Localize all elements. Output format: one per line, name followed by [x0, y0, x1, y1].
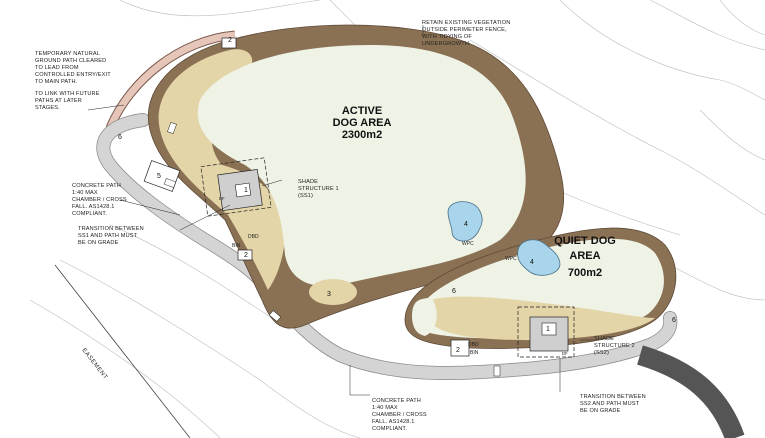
note-vegetation-2: OUTSIDE PERIMETER FENCE, — [422, 27, 507, 33]
water-play-4-quiet — [517, 239, 561, 276]
label-wpc-quiet: WPC — [505, 256, 517, 262]
label-6-left: 6 — [118, 134, 122, 141]
note-temp-path-1: TEMPORARY NATURAL — [35, 51, 100, 57]
label-dbd-ss2: DBD — [468, 342, 479, 348]
note-concrete-bottom-1: CONCRETE PATH — [372, 398, 421, 404]
note-future-1: TO LINK WITH FUTURE — [35, 91, 100, 97]
note-transition-ss1-3: BE ON GRADE — [78, 240, 119, 246]
shade-structure-2 — [517, 306, 575, 358]
dimension-tags — [163, 121, 501, 377]
note-temp-path-3: TO LEAD FROM — [35, 65, 79, 71]
note-vegetation-3: WITH TIDYING OF — [422, 34, 472, 40]
quiet-area-size: 700m2 — [568, 267, 602, 279]
label-2-quiet: 2 — [456, 347, 460, 354]
note-concrete-left-1: CONCRETE PATH — [72, 183, 121, 189]
easement-label: EASEMENT — [80, 348, 108, 381]
note-vegetation-4: UNDERGROWTH. — [422, 41, 471, 47]
temporary-natural-path — [106, 31, 236, 130]
note-transition-ss2-3: BE ON GRADE — [580, 408, 621, 414]
note-ss1-2: STRUCTURE 1 — [298, 186, 339, 192]
note-transition-ss1-2: SS1 AND PATH MUST — [78, 233, 138, 239]
note-concrete-left-4: FALL. AS1428.1 — [72, 204, 115, 210]
label-1-ss2: 1 — [546, 326, 550, 333]
quiet-area-title-2: AREA — [569, 250, 600, 262]
note-vegetation-1: RETAIN EXISTING VEGETATION — [422, 20, 510, 26]
easement-line — [54, 264, 191, 438]
concrete-path — [96, 113, 678, 380]
label-6-center: 6 — [452, 288, 456, 295]
active-area-sand — [158, 49, 286, 291]
note-transition-ss2-1: TRANSITION BETWEEN — [580, 394, 646, 400]
note-ss2-3: (SS2) — [594, 350, 609, 356]
note-temp-path-2: GROUND PATH CLEARED — [35, 58, 106, 64]
entry-pen-quiet — [450, 339, 470, 357]
note-ss2-1: SHADE — [594, 336, 614, 342]
label-df-ss2: DF — [562, 351, 568, 356]
label-gate-2-top: 2 — [228, 37, 232, 44]
note-concrete-bottom-2: 1:40 MAX — [372, 405, 398, 411]
label-wpc-active: WPC — [462, 241, 474, 247]
entry-gate-bin — [237, 249, 253, 261]
active-area-size: 2300m2 — [342, 129, 382, 141]
note-ss1-3: (SS1) — [298, 193, 313, 199]
label-1-ss1: 1 — [244, 187, 248, 194]
label-3: 3 — [327, 291, 331, 298]
label-5: 5 — [157, 173, 161, 180]
quiet-area-lawn-edge — [412, 298, 437, 336]
note-future-2: PATHS AT LATER — [35, 98, 82, 104]
label-bin-ss2: BIN — [470, 350, 479, 356]
note-ss2-2: STRUCTURE 2 — [594, 343, 635, 349]
label-df-ss1: DF — [219, 196, 225, 201]
active-area-title-1: ACTIVE — [342, 105, 382, 117]
note-concrete-bottom-4: FALL. AS1428.1 — [372, 419, 415, 425]
note-transition-ss2-2: SS2 AND PATH MUST — [580, 401, 640, 407]
active-area-title-2: DOG AREA — [333, 117, 392, 129]
label-4-active: 4 — [464, 221, 468, 228]
mound-3 — [309, 279, 357, 305]
note-temp-path-5: TO MAIN PATH. — [35, 79, 78, 85]
shade-structure-1 — [200, 157, 272, 217]
note-concrete-left-5: COMPLIANT. — [72, 211, 107, 217]
quiet-area-title-1: QUIET DOG — [554, 235, 616, 247]
label-dbd-ss1: DBD — [248, 234, 259, 240]
note-concrete-bottom-5: COMPLIANT. — [372, 426, 407, 432]
label-4-quiet: 4 — [530, 259, 534, 266]
active-area-lawn — [197, 45, 526, 287]
leader-lines — [87, 25, 594, 396]
note-temp-path-4: CONTROLLED ENTRY/EXIT — [35, 72, 111, 78]
note-concrete-bottom-3: CHAMBER / CROSS — [372, 412, 427, 418]
label-6-right: 6 — [672, 317, 676, 324]
road — [637, 345, 745, 438]
note-concrete-left-2: 1:40 MAX — [72, 190, 98, 196]
note-ss1-1: SHADE — [298, 179, 318, 185]
label-2-bin: 2 — [244, 252, 248, 259]
note-future-3: STAGES. — [35, 105, 60, 111]
label-bin-ss1: BIN — [232, 243, 241, 249]
note-transition-ss1-1: TRANSITION BETWEEN — [78, 226, 144, 232]
note-concrete-left-3: CHAMBER / CROSS — [72, 197, 127, 203]
entry-gate-top — [221, 37, 237, 49]
water-play-4-active — [447, 201, 483, 242]
